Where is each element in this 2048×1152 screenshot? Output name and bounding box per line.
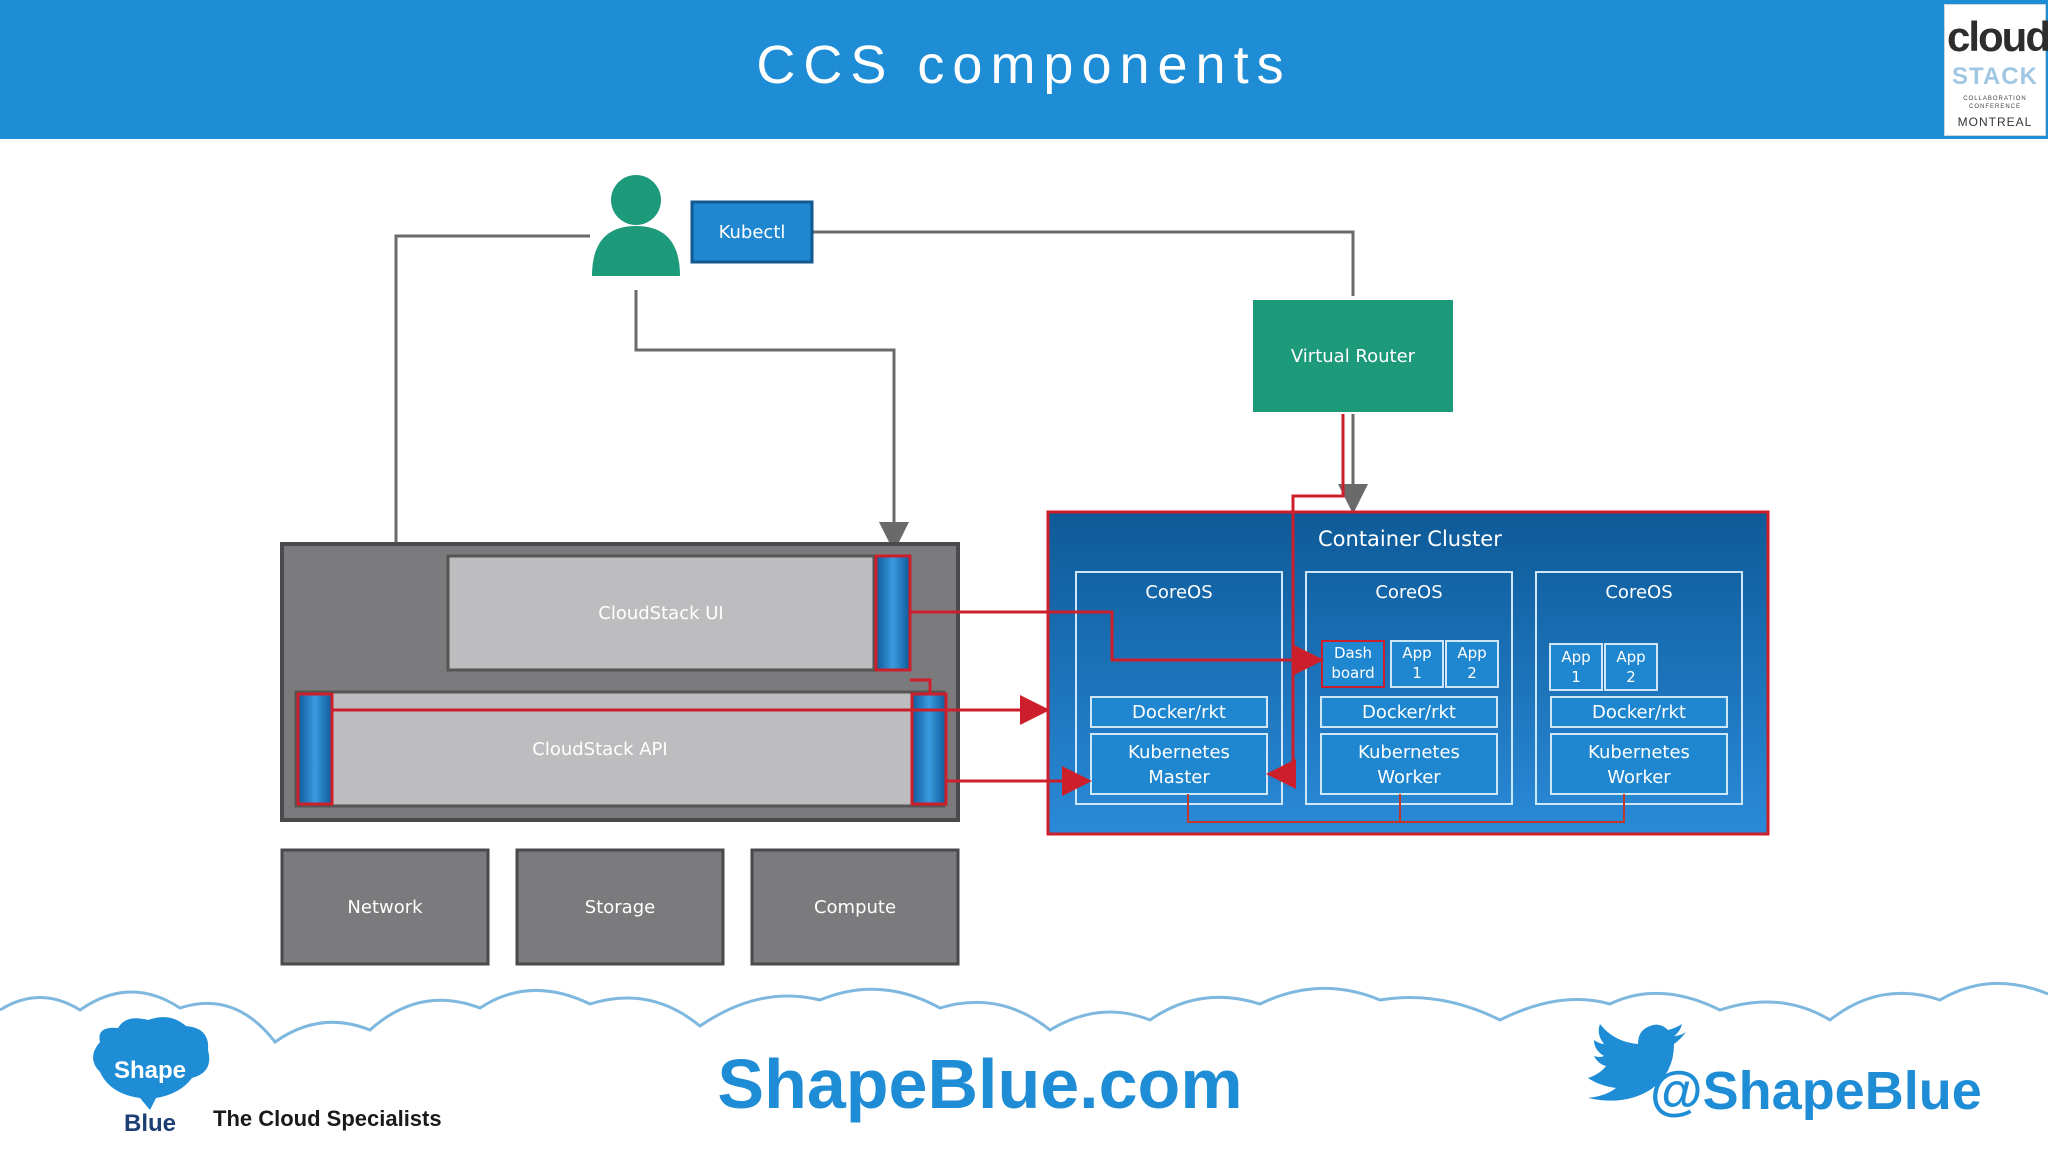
kubernetes-role-box	[1090, 733, 1268, 795]
node-os-label: CoreOS	[1605, 582, 1672, 603]
slide-title: CCS components	[756, 35, 1292, 95]
network-box	[280, 848, 490, 966]
user-icon	[592, 175, 680, 276]
role-line1: Kubernetes	[1128, 742, 1230, 763]
compute-label: Compute	[814, 897, 896, 918]
app-box	[1445, 640, 1499, 688]
ui-api-link	[910, 678, 932, 694]
header-bar: CCS components	[0, 0, 2048, 139]
role-line1: Kubernetes	[1588, 742, 1690, 763]
cloudstack-ui-label: CloudStack UI	[598, 603, 723, 624]
logo-word-cloud: cloud	[1947, 13, 2048, 60]
runtime-box	[1550, 696, 1728, 728]
coreos-node-worker-2: CoreOS App 1 App 2 Docker/rkt Kubernetes…	[1535, 571, 1743, 805]
role-line1: Kubernetes	[1358, 742, 1460, 763]
runtime-label: Docker/rkt	[1362, 702, 1456, 723]
app-line1: App	[1457, 644, 1486, 662]
app-line2: board	[1331, 664, 1374, 682]
container-cluster-label: Container Cluster	[1318, 527, 1502, 551]
gray-connectors	[381, 230, 1368, 692]
container-cluster: Container Cluster CoreOS Docker/rkt Kube…	[1046, 510, 1770, 836]
kubernetes-role-box	[1550, 733, 1728, 795]
coreos-node-worker-1: CoreOS Dash board App 1 App 2 Docker/rkt…	[1305, 571, 1513, 805]
twitter-bird-icon	[1588, 1024, 1686, 1101]
app-line2: 1	[1412, 664, 1422, 682]
compute-box	[750, 848, 960, 966]
api-plugin-left-bar	[296, 692, 334, 806]
kubectl-label: Kubectl	[719, 222, 786, 243]
app-line2: 2	[1626, 668, 1636, 686]
app-line1: App	[1561, 648, 1590, 666]
role-line2: Master	[1148, 767, 1210, 788]
runtime-label: Docker/rkt	[1132, 702, 1226, 723]
logo-subtitle: COLLABORATION CONFERENCE	[1963, 96, 2027, 110]
app-box	[1390, 640, 1444, 688]
app-line1: Dash	[1334, 644, 1372, 662]
network-label: Network	[347, 897, 423, 918]
storage-box	[515, 848, 725, 966]
ui-to-dashboard-connector	[910, 610, 1324, 675]
role-line2: Worker	[1377, 767, 1441, 788]
app-line1: App	[1402, 644, 1431, 662]
cloudstack-api-label: CloudStack API	[532, 739, 667, 760]
app-line1: App	[1616, 648, 1645, 666]
runtime-box	[1090, 696, 1268, 728]
cloudstack-logo: cloud STACK COLLABORATION CONFERENCE MON…	[1944, 4, 2048, 136]
user-to-ui-connector	[634, 290, 909, 552]
app-line2: 1	[1571, 668, 1581, 686]
shapeblue-logo: Shape Blue	[93, 1017, 210, 1137]
node-os-label: CoreOS	[1375, 582, 1442, 603]
tagline: The Cloud Specialists	[213, 1106, 442, 1131]
virtual-router-box: Virtual Router	[1253, 300, 1453, 412]
shapeblue-url-link[interactable]: ShapeBlue.com	[717, 1045, 1243, 1123]
brand-bottom-text: Blue	[124, 1110, 176, 1137]
storage-label: Storage	[585, 897, 655, 918]
infrastructure-row: Network Storage Compute	[280, 848, 960, 966]
virtual-router-label: Virtual Router	[1291, 346, 1416, 367]
app-box	[1549, 643, 1603, 691]
app-box	[1604, 643, 1658, 691]
cloud-wave-border	[0, 981, 2048, 1045]
ui-plugin-bar	[874, 554, 912, 672]
runtime-box	[1320, 696, 1498, 728]
cloudstack-ui-box	[446, 554, 876, 672]
router-to-master-connector	[1266, 414, 1345, 789]
node-os-label: CoreOS	[1145, 582, 1212, 603]
user-to-api-connector	[381, 234, 590, 692]
red-connectors	[332, 414, 1345, 796]
kubectl-box: Kubectl	[690, 200, 814, 264]
app-line2: 2	[1467, 664, 1477, 682]
brand-top-text: Shape	[114, 1057, 186, 1084]
logo-city: MONTREAL	[1957, 115, 2033, 129]
coreos-node-master: CoreOS Docker/rkt Kubernetes Master	[1075, 571, 1283, 805]
cloudstack-container: CloudStack UI CloudStack API	[280, 542, 960, 822]
kubectl-to-router-connector	[812, 230, 1355, 296]
logo-word-stack: STACK	[1952, 63, 2038, 90]
twitter-handle-link[interactable]: @ShapeBlue	[1650, 1061, 1982, 1121]
kubernetes-role-box	[1320, 733, 1498, 795]
runtime-label: Docker/rkt	[1592, 702, 1686, 723]
role-line2: Worker	[1607, 767, 1671, 788]
node-bus-connector	[1187, 794, 1625, 823]
